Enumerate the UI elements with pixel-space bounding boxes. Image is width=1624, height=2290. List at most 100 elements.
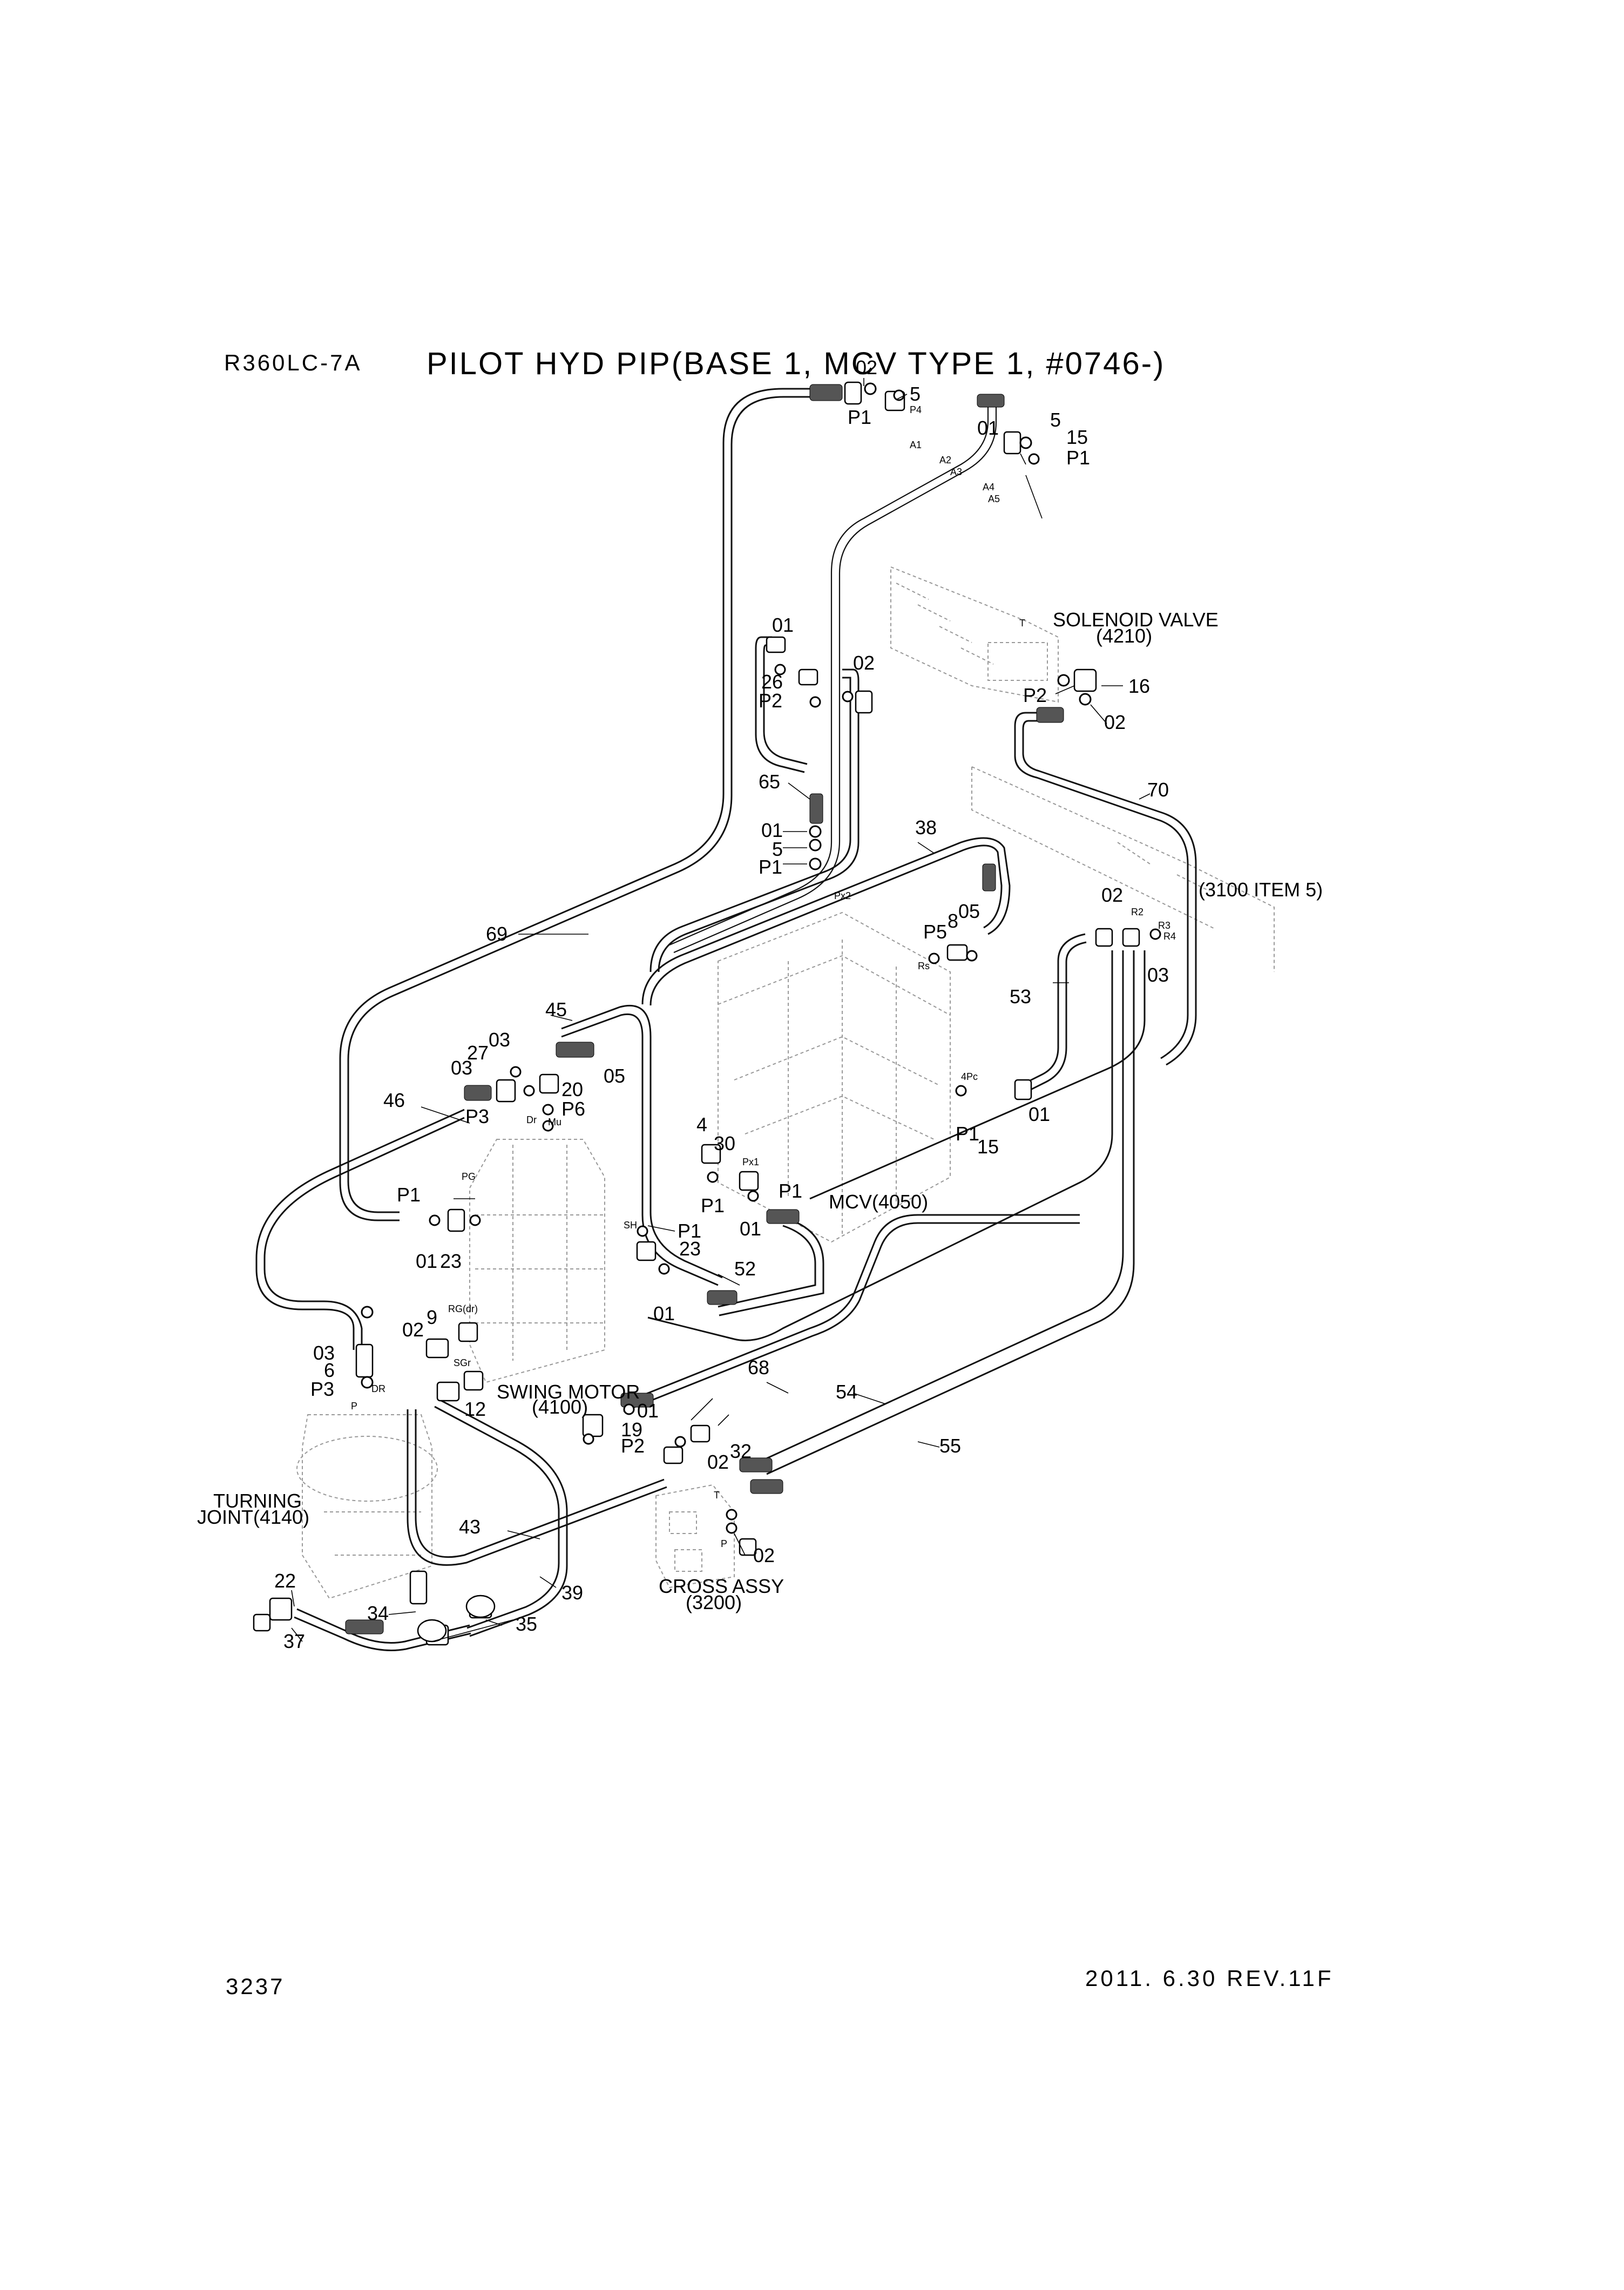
callout: 46 [383, 1089, 405, 1111]
mcv-label: MCV(4050) [829, 1191, 928, 1213]
callout: P1 [956, 1123, 979, 1145]
callout: 22 [274, 1570, 296, 1592]
callout: 8 [948, 910, 958, 932]
callout: P2 [1023, 684, 1047, 706]
callout: 5 [1050, 409, 1061, 431]
callout: 45 [545, 998, 567, 1021]
callout: 03 [451, 1057, 472, 1079]
mcv-outline [718, 911, 951, 1243]
callout: 6 [324, 1359, 335, 1381]
port-label: P4 [910, 404, 922, 415]
callout: 26 [761, 671, 783, 693]
callout: 38 [915, 816, 937, 839]
callout: 01 [1028, 1103, 1050, 1125]
port-label: Px2 [834, 890, 851, 901]
callout-numbers: 02 5 P1 01 5 15 P1 01 02 26 P2 P2 16 02 … [274, 356, 1169, 1652]
callout: 03 [313, 1342, 335, 1364]
port-label: A4 [983, 482, 994, 492]
callout: P5 [923, 921, 947, 943]
callout: 01 [761, 819, 783, 841]
port-label: P [351, 1401, 357, 1411]
callout: P1 [701, 1194, 725, 1217]
callout: 02 [707, 1451, 729, 1473]
swing-motor-outline [469, 1139, 605, 1383]
port-label: R4 [1163, 931, 1176, 942]
callout: 02 [402, 1319, 424, 1341]
callout: 01 [637, 1400, 659, 1422]
model-number: R360LC-7A [224, 350, 362, 375]
port-label: Dr [526, 1114, 537, 1125]
item-3100-outline [971, 766, 1275, 972]
callout: 15 [1066, 426, 1088, 448]
callout: 32 [730, 1440, 752, 1462]
port-label: R3 [1158, 920, 1170, 931]
callout: 20 [561, 1078, 583, 1100]
hose-43 [407, 1409, 667, 1566]
solenoid-valve-outline [890, 566, 1059, 703]
callout: P2 [621, 1435, 645, 1457]
callout: P1 [848, 406, 871, 428]
callout: 55 [939, 1435, 961, 1457]
callout: 16 [1128, 675, 1150, 697]
callout: 69 [486, 923, 508, 945]
turning-joint-label: TURNING [213, 1490, 302, 1512]
cross-assy-label: CROSS ASSY [659, 1575, 784, 1597]
callout: 03 [489, 1029, 510, 1051]
callout: P3 [310, 1378, 334, 1400]
callout: 30 [714, 1132, 735, 1154]
port-label: Px1 [742, 1157, 759, 1167]
item-3100-label: (3100 ITEM 5) [1199, 879, 1323, 901]
callout: P1 [1066, 447, 1090, 469]
callout: 15 [977, 1136, 999, 1158]
hose-39 [434, 1397, 568, 1637]
callout: 12 [464, 1398, 486, 1420]
port-label: R2 [1131, 907, 1143, 917]
callout: 03 [1147, 964, 1169, 986]
solenoid-valve-label: SOLENOID VALVE [1053, 609, 1219, 631]
callout: 27 [467, 1042, 489, 1064]
callout: 34 [367, 1602, 389, 1624]
callout: 35 [516, 1613, 537, 1635]
hose-46 [255, 1109, 465, 1350]
callout: 53 [1010, 985, 1031, 1008]
hose-65 [755, 636, 808, 773]
page-number: 3237 [226, 1974, 285, 1999]
callout: 70 [1147, 779, 1169, 801]
callout: P6 [561, 1098, 585, 1120]
callout: 19 [621, 1418, 642, 1441]
swing-motor-label: SWING MOTOR [497, 1381, 640, 1403]
callout: 01 [772, 614, 794, 636]
port-label: A1 [910, 440, 922, 450]
swing-motor-ref: (4100) [532, 1396, 588, 1418]
callout: 23 [440, 1250, 462, 1272]
callout: 02 [1101, 884, 1123, 906]
port-label: RG(dr) [448, 1303, 478, 1314]
callout: 9 [427, 1306, 437, 1328]
port-label: Rs [918, 961, 930, 971]
callout: 5 [772, 838, 783, 860]
callout: 37 [283, 1630, 305, 1652]
turning-joint-ref: JOINT(4140) [197, 1506, 309, 1528]
cross-assy-outline [655, 1484, 735, 1589]
callout: 01 [740, 1218, 761, 1240]
callout: 65 [759, 771, 780, 793]
callout: 5 [910, 383, 921, 405]
callout: 02 [1104, 711, 1126, 733]
leader-lines [291, 378, 1151, 1642]
callout: P3 [465, 1105, 489, 1127]
port-label: SGr [454, 1357, 471, 1368]
callout: 05 [604, 1065, 625, 1087]
hose-69 [339, 388, 810, 1221]
date-revision: 2011. 6.30 REV.11F [1085, 1965, 1334, 1991]
callout: 01 [977, 417, 999, 439]
hose-54-55 [647, 950, 1146, 1475]
port-labels: P4 A1 A2 A3 A4 A5 T Px2 Rs R2 R3 R4 4Pc … [351, 404, 1176, 1549]
port-label: SH [624, 1220, 637, 1231]
turning-joint-outline [296, 1414, 438, 1599]
callout: 01 [416, 1250, 437, 1272]
callout: P1 [397, 1184, 421, 1206]
port-label: T [714, 1490, 720, 1501]
callout: 52 [734, 1258, 756, 1280]
callout: 23 [679, 1238, 701, 1260]
